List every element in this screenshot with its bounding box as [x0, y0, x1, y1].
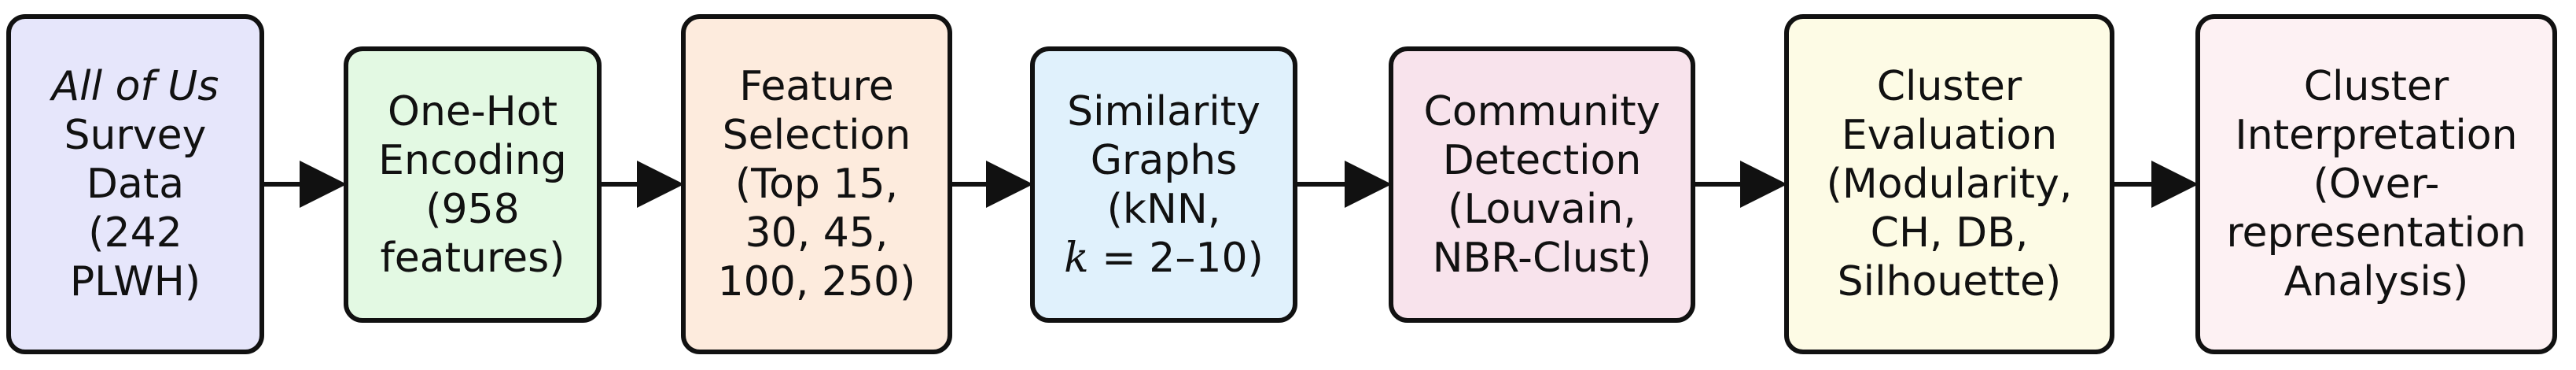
node-community-detection-line: NBR-Clust)	[1432, 234, 1652, 282]
node-text: = 2–10)	[1088, 234, 1264, 282]
node-similarity-graphs-line: Similarity	[1067, 87, 1260, 135]
node-one-hot-encoding-line: (958	[425, 185, 520, 233]
node-one-hot-encoding-line: One-Hot	[388, 87, 558, 135]
node-similarity-graphs-line: (kNN,	[1106, 185, 1221, 233]
node-survey-data-line: Survey	[64, 112, 207, 159]
node-cluster-interpretation-line: (Over-	[2313, 161, 2440, 208]
node-one-hot-encoding-line: features)	[380, 234, 565, 282]
node-feature-selection-line: Selection	[722, 112, 911, 159]
node-feature-selection-line: 30, 45,	[745, 209, 889, 257]
node-cluster-interpretation-line: representation	[2226, 209, 2526, 257]
node-feature-selection-line: Feature	[739, 63, 894, 110]
node-cluster-interpretation-line: Cluster	[2303, 63, 2449, 110]
node-cluster-interpretation-line: Analysis)	[2283, 258, 2469, 305]
node-cluster-evaluation-line: CH, DB,	[1870, 209, 2029, 257]
node-survey-data-line: (242	[88, 209, 182, 257]
node-similarity-graphs-line: Graphs	[1090, 136, 1238, 184]
node-survey-data-line: All of Us	[51, 63, 219, 110]
node-survey-data-line: PLWH)	[69, 258, 201, 305]
node-community-detection-line: (Louvain,	[1448, 185, 1636, 233]
node-survey-data-line: Data	[86, 161, 185, 208]
node-one-hot-encoding-line: Encoding	[378, 136, 567, 184]
node-community-detection-line: Detection	[1442, 136, 1642, 184]
node-cluster-evaluation-line: Cluster	[1876, 63, 2022, 110]
node-cluster-evaluation-line: Evaluation	[1841, 112, 2058, 159]
node-cluster-evaluation-line: Silhouette)	[1837, 258, 2062, 305]
math-variable: k	[1064, 234, 1089, 282]
node-similarity-graphs-line: k = 2–10)	[1064, 234, 1264, 283]
node-cluster-interpretation-line: Interpretation	[2235, 112, 2518, 159]
node-feature-selection-line: 100, 250)	[717, 258, 916, 305]
node-community-detection-line: Community	[1423, 87, 1661, 135]
node-cluster-evaluation-line: (Modularity,	[1826, 161, 2073, 208]
node-feature-selection-line: (Top 15,	[734, 161, 899, 208]
